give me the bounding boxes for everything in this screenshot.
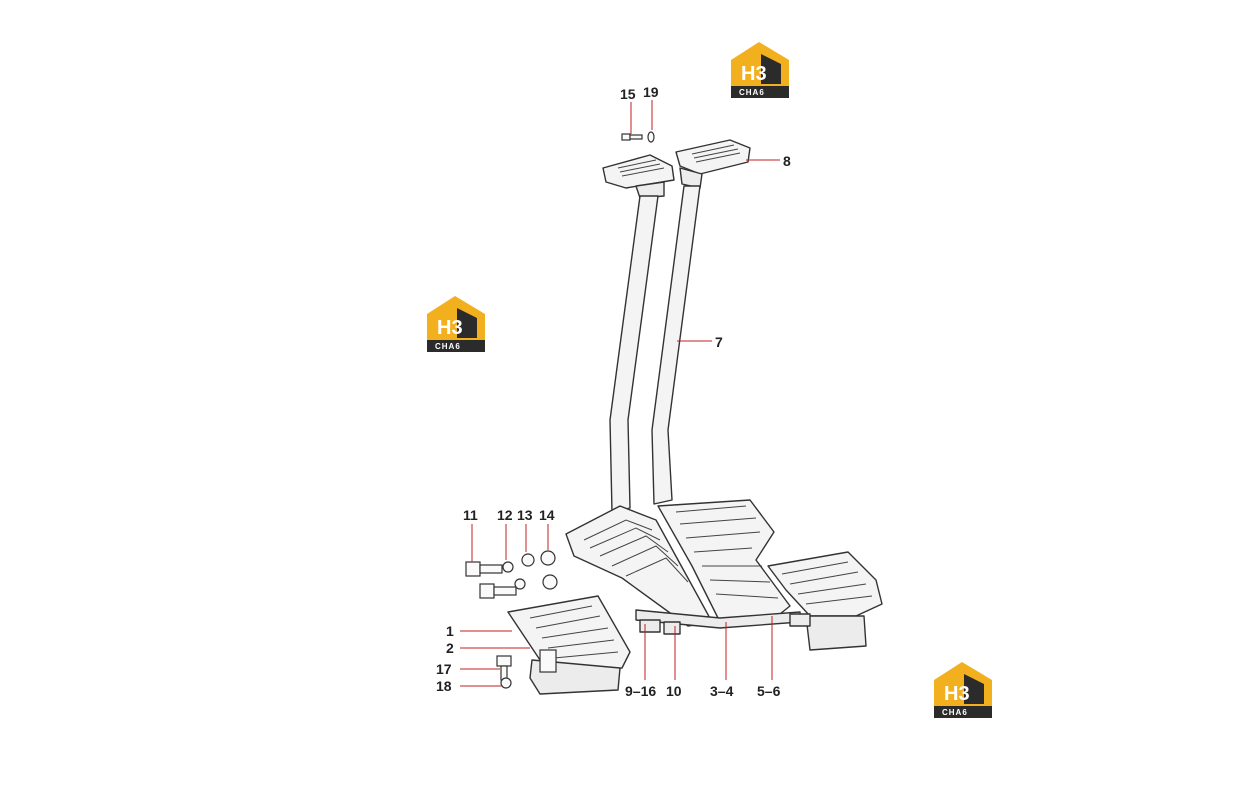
watermark-logo-top: H3 CHA6 [731, 42, 789, 98]
label-12: 12 [497, 507, 513, 523]
label-1: 1 [446, 623, 454, 639]
label-18: 18 [436, 678, 452, 694]
label-17: 17 [436, 661, 452, 677]
watermark-mark: H3 [741, 63, 767, 85]
label-19: 19 [643, 84, 659, 100]
pedal-frame-assembly [565, 499, 883, 651]
bolt-hardware-handle [621, 131, 655, 143]
watermark-mark: H3 [437, 317, 463, 339]
watermark-mark: H3 [944, 683, 970, 705]
label-14: 14 [539, 507, 555, 523]
label-10: 10 [666, 683, 682, 699]
right-handle-grip [675, 139, 751, 189]
bolt-hardware-upper [465, 550, 556, 577]
left-footrest [507, 595, 631, 695]
label-5-6: 5–6 [757, 683, 781, 699]
label-11: 11 [463, 507, 478, 523]
left-handle-grip [602, 154, 675, 199]
label-13: 13 [517, 507, 533, 523]
right-shaft [651, 185, 701, 505]
label-9-16: 9–16 [625, 683, 656, 699]
leader-lines [460, 100, 780, 687]
watermark-logo-left: H3 CHA6 [427, 296, 485, 352]
watermark-sub: CHA6 [435, 342, 461, 351]
label-7: 7 [715, 334, 723, 350]
watermark-sub: CHA6 [739, 88, 765, 97]
watermark-logo-bottom-right: H3 CHA6 [934, 662, 992, 718]
label-2: 2 [446, 640, 454, 656]
watermark-sub: CHA6 [942, 708, 968, 717]
label-8: 8 [783, 153, 791, 169]
bolt-hardware-footrest [496, 655, 512, 689]
label-15: 15 [620, 86, 636, 102]
bolt-hardware-lower [479, 574, 558, 599]
label-3-4: 3–4 [710, 683, 734, 699]
left-shaft [609, 195, 659, 513]
